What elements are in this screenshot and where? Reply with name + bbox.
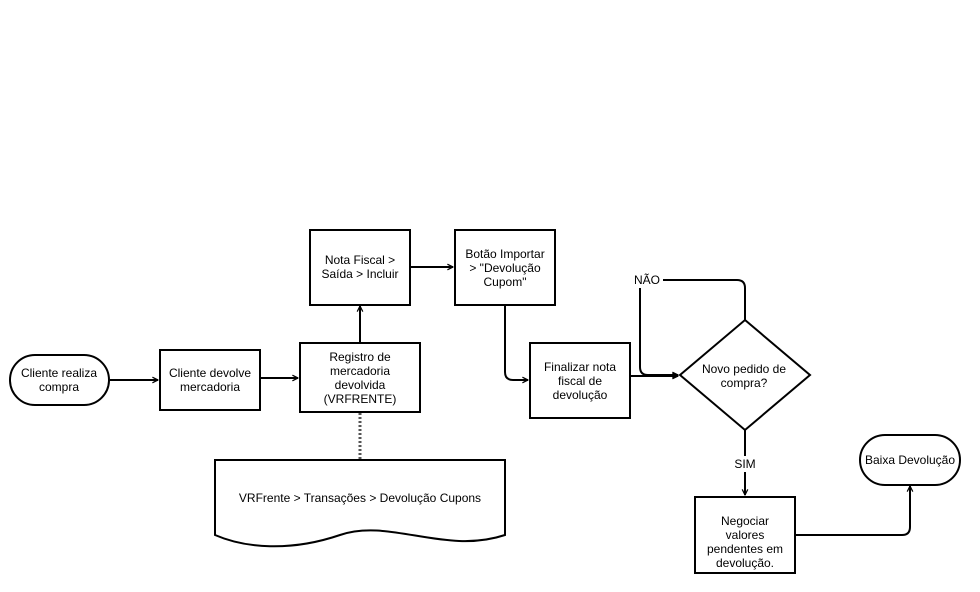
node-label-line: devolução [553,388,608,402]
node-label-line: Cliente devolve [169,366,251,380]
node-baixa-devolucao: Baixa Devolução [859,434,961,486]
node-label-line: Baixa Devolução [865,453,955,467]
node-label-line: Registro de [329,350,391,364]
node-label-line: Negociar [721,514,769,528]
node-label-line: Finalizar nota [544,360,616,374]
node-label-line: Botão Importar [465,247,544,261]
node-label: VRFrente > Transações > Devolução Cupons [239,491,481,505]
node-label: Nota Fiscal >Saída > Incluir [321,253,398,281]
node-label-line: valores [726,528,765,542]
node-label-line: pendentes em [707,542,783,556]
edge-label-sim: SIM [734,457,755,471]
edge-label-sim-bg [731,456,759,472]
node-label-line: Nota Fiscal > [325,253,395,267]
process-shape [529,342,631,419]
node-label-line: compra? [721,376,768,390]
node-label-line: (VRFRENTE) [324,392,397,406]
edge-negociar-to-baixa [795,486,910,536]
node-label-line: compra [39,380,79,394]
terminator-shape [9,354,110,406]
node-label-line: fiscal de [558,374,602,388]
terminator-shape [859,434,961,486]
node-label-line: devolução. [716,556,774,570]
process-shape [309,229,411,306]
node-label-line: mercadoria [180,380,240,394]
node-label-line: > "Devolução [469,261,541,275]
process-shape [454,229,556,306]
process-shape [299,342,421,413]
edge-botao-to-finalizar [504,305,528,380]
node-label: Baixa Devolução [865,453,955,467]
node-label-line: Novo pedido de [702,362,786,376]
node-nota-fiscal: Nota Fiscal >Saída > Incluir [309,229,411,306]
edge-label-nao-bg [631,272,663,288]
node-label-line: VRFrente > Transações > Devolução Cupons [239,491,481,505]
node-label-line: mercadoria [330,364,390,378]
document-shape [214,459,506,548]
node-label-line: devolvida [335,378,386,392]
process-shape [159,349,261,411]
node-documento-vrfrente: VRFrente > Transações > Devolução Cupons [214,459,506,548]
node-label-line: Cliente realiza [21,366,97,380]
process-shape [694,496,796,574]
decision-shape [678,318,812,432]
node-label-line: Saída > Incluir [321,267,398,281]
node-label-line: Cupom" [484,275,527,289]
edge-label-nao: NÃO [634,273,660,287]
